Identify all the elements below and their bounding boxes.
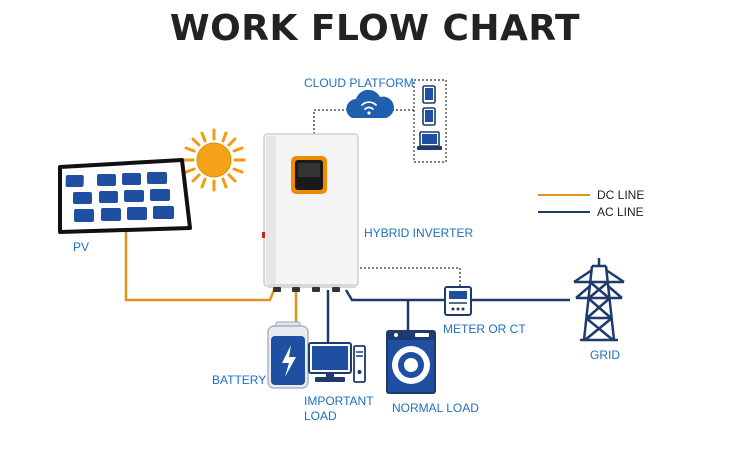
dc-line-pv-inverter [124, 228, 276, 302]
pv-label: PV [73, 240, 90, 254]
ac-line-grid [344, 289, 570, 302]
important-load-label-line1: IMPORTANT [304, 394, 374, 408]
normal-load-label: NORMAL LOAD [392, 401, 479, 415]
transmission-tower-icon [573, 258, 625, 342]
comm-line-cloud [313, 109, 352, 134]
cloud-wifi-icon [346, 89, 394, 118]
comm-line-meter [360, 267, 461, 288]
meter-label: METER OR CT [443, 322, 526, 336]
cloud-platform-label: CLOUD PLATFORM [304, 76, 414, 90]
page-title: WORK FLOW CHART [169, 8, 581, 49]
meter-icon [444, 286, 472, 316]
computer-icon [308, 342, 366, 383]
washing-machine-icon [386, 330, 436, 394]
legend-dc-label: DC LINE [597, 188, 645, 202]
devices-icon [413, 79, 447, 163]
battery-icon [267, 321, 309, 389]
grid-label: GRID [590, 348, 620, 362]
sun-icon [182, 128, 246, 192]
legend-ac-label: AC LINE [597, 205, 644, 219]
inverter-icon [262, 133, 359, 292]
important-load-label-line2: LOAD [304, 409, 337, 423]
hybrid-inverter-label: HYBRID INVERTER [364, 226, 474, 240]
battery-label: BATTERY [212, 373, 267, 387]
solar-panel-icon [58, 158, 192, 234]
